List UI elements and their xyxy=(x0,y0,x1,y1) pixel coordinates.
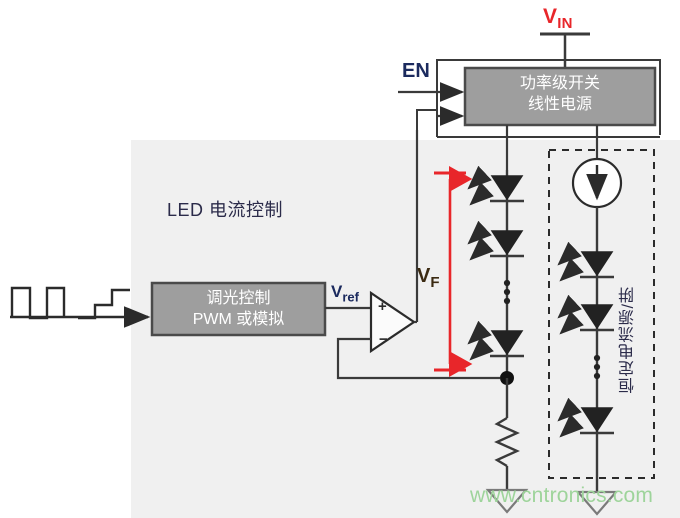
dimming-line2: PWM 或模拟 xyxy=(192,311,285,328)
led-symbol-right-2 xyxy=(557,294,614,335)
vin-label: VIN xyxy=(543,5,573,33)
en-label: EN xyxy=(402,60,430,82)
dimming-block-text: 调光控制 PWM 或模拟 xyxy=(152,288,325,330)
input-waveform-symbol xyxy=(10,286,130,320)
led-symbol-right-1 xyxy=(557,241,614,282)
vf-label: VF xyxy=(417,265,440,291)
left-string-ellipsis xyxy=(503,279,511,305)
right-string-ellipsis xyxy=(593,354,601,380)
error-amplifier-symbol xyxy=(369,290,416,354)
sense-resistor-symbol xyxy=(494,416,520,468)
constant-current-sink-label: 恒定电流源/阱 xyxy=(620,286,637,394)
sense-feedback-wire xyxy=(336,337,500,380)
opamp-output-riser xyxy=(416,109,437,130)
vref-label: Vref xyxy=(331,282,359,305)
panel-title: LED 电流控制 xyxy=(167,200,284,220)
ground-symbol-right xyxy=(575,490,619,516)
ground-symbol-left xyxy=(485,488,529,514)
power-stage-block-text: 功率级开关 线性电源 xyxy=(465,73,655,115)
led-symbol-left-1 xyxy=(467,165,524,206)
opamp-minus-input-marker: − xyxy=(379,331,388,348)
power-stage-line2: 线性电源 xyxy=(527,96,592,113)
led-symbol-right-3 xyxy=(557,397,614,438)
watermark: www.cntronics.com xyxy=(470,484,654,507)
power-stage-line1: 功率级开关 xyxy=(519,75,600,92)
opamp-plus-input-marker: + xyxy=(378,298,387,315)
power-stage-block xyxy=(463,66,657,127)
constant-current-sink-dashed-box xyxy=(548,149,655,479)
dimming-control-block xyxy=(150,281,327,337)
dimming-line1: 调光控制 xyxy=(206,290,271,307)
